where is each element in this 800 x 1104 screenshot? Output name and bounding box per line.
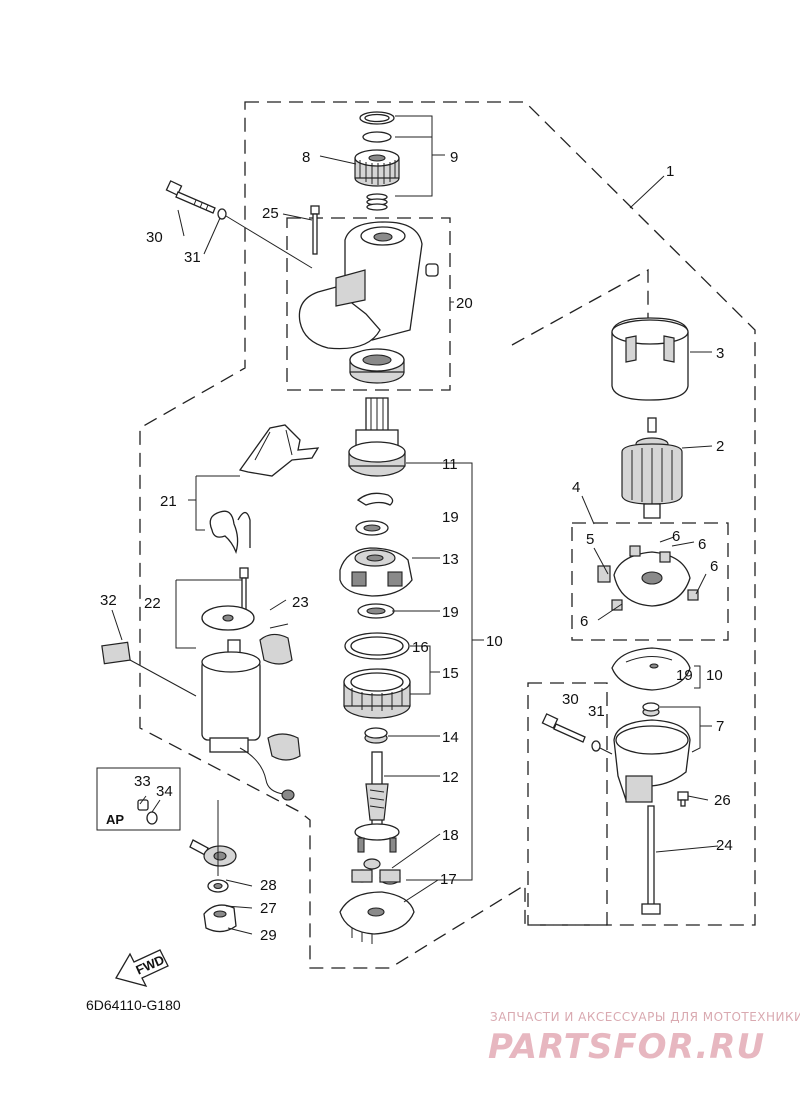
callout-5: 5: [586, 531, 594, 548]
callout-11: 11: [442, 456, 458, 473]
brush-plate-19: [611, 647, 691, 691]
bolt-30-right: [541, 713, 586, 743]
front-housing-20: [298, 221, 439, 350]
callout-10-a: 10: [486, 633, 503, 650]
end-cover-7: [613, 719, 691, 803]
callout-3: 3: [716, 345, 724, 362]
callout-6-d: 6: [580, 613, 588, 630]
callout-34: 34: [156, 783, 173, 800]
bearing-14: [364, 727, 388, 744]
callout-32: 32: [100, 592, 117, 609]
callout-13: 13: [442, 551, 459, 568]
callout-27: 27: [260, 900, 277, 917]
pinion-shaft-11: [348, 397, 406, 477]
internal-gear-15: [343, 668, 411, 719]
snap-ring-9: [359, 111, 395, 143]
spring-9: [366, 193, 388, 211]
callout-26: 26: [714, 792, 731, 809]
callout-21: 21: [160, 493, 177, 510]
callout-2: 2: [716, 438, 724, 455]
callout-9: 9: [450, 149, 458, 166]
callout-16: 16: [412, 639, 429, 656]
bolt-25: [310, 205, 320, 255]
brush-holder-group-outline: [571, 522, 729, 641]
bracket-7: [660, 706, 712, 753]
screw-26: [677, 791, 689, 807]
callout-14: 14: [442, 729, 459, 746]
callout-31-a: 31: [184, 249, 201, 266]
callout-31-b: 31: [588, 703, 605, 720]
snap-ring-19-upper: [356, 492, 394, 506]
callout-19-b: 19: [442, 604, 459, 621]
watermark-brand: PARTSFOR.RU: [488, 1027, 765, 1067]
fwd-arrow-icon: FWD: [115, 949, 169, 987]
through-bolt-24: [641, 805, 661, 915]
callout-30-b: 30: [562, 691, 579, 708]
washer-31-right: [591, 740, 601, 752]
planet-shaft-12: [354, 751, 400, 853]
solenoid-22: [201, 639, 295, 801]
nut-27: [207, 879, 229, 893]
housing-group-outline: [286, 217, 451, 391]
callout-25: 25: [262, 205, 279, 222]
callout-6-a: 6: [672, 528, 680, 545]
callout-29: 29: [260, 927, 277, 944]
callout-10-b: 10: [706, 667, 723, 684]
pinion-gear-8: [354, 149, 400, 187]
bracket-9: [395, 115, 445, 197]
label-32: [101, 609, 197, 697]
shift-lever-21: [238, 424, 320, 477]
callout-18: 18: [442, 827, 459, 844]
plate-17: [339, 891, 415, 944]
callout-7: 7: [716, 718, 724, 735]
callout-23: 23: [292, 594, 309, 611]
plunger-23: [259, 633, 301, 761]
cover-plate-22: [201, 605, 255, 631]
callout-6-c: 6: [710, 558, 718, 575]
callout-1: 1: [666, 163, 674, 180]
ap-box: AP: [96, 767, 181, 831]
callout-17: 17: [440, 871, 457, 888]
armature-group-outline: [511, 268, 649, 392]
washer-31-top: [217, 208, 227, 220]
return-spring-21: [209, 510, 251, 555]
callout-19-c: 19: [676, 667, 693, 684]
terminal-bolt-28: [189, 839, 237, 867]
callout-4: 4: [572, 479, 580, 496]
callout-33: 33: [134, 773, 151, 790]
bearing-20: [349, 348, 405, 384]
starter-assembly-outline: [139, 101, 756, 969]
callout-12: 12: [442, 769, 459, 786]
callout-30-a: 30: [146, 229, 163, 246]
yoke-3: [611, 317, 689, 401]
gasket-16: [344, 632, 410, 660]
bracket-19-10: [694, 665, 701, 689]
armature-2: [621, 417, 683, 519]
callout-6-b: 6: [698, 536, 706, 553]
cap-29: [203, 904, 237, 933]
bolt-30-top: [165, 180, 216, 214]
callout-28: 28: [260, 877, 277, 894]
drawing-code: 6D64110-G180: [86, 997, 181, 1013]
bearing-7: [642, 702, 660, 717]
brush-holder-4: [597, 545, 699, 611]
callout-15: 15: [442, 665, 459, 682]
callout-8: 8: [302, 149, 310, 166]
callout-20: 20: [456, 295, 473, 312]
end-cover-group-outline: [527, 682, 608, 926]
callout-19-a: 19: [442, 509, 459, 526]
internal-gear-carrier-13: [339, 547, 413, 597]
callout-22: 22: [144, 595, 161, 612]
ap-label: AP: [106, 812, 124, 827]
callout-24: 24: [716, 837, 733, 854]
watermark-tagline: ЗАПЧАСТИ И АКСЕССУАРЫ ДЛЯ МОТОТЕХНИКИ: [490, 1010, 800, 1024]
planet-gears-18: [351, 858, 401, 885]
